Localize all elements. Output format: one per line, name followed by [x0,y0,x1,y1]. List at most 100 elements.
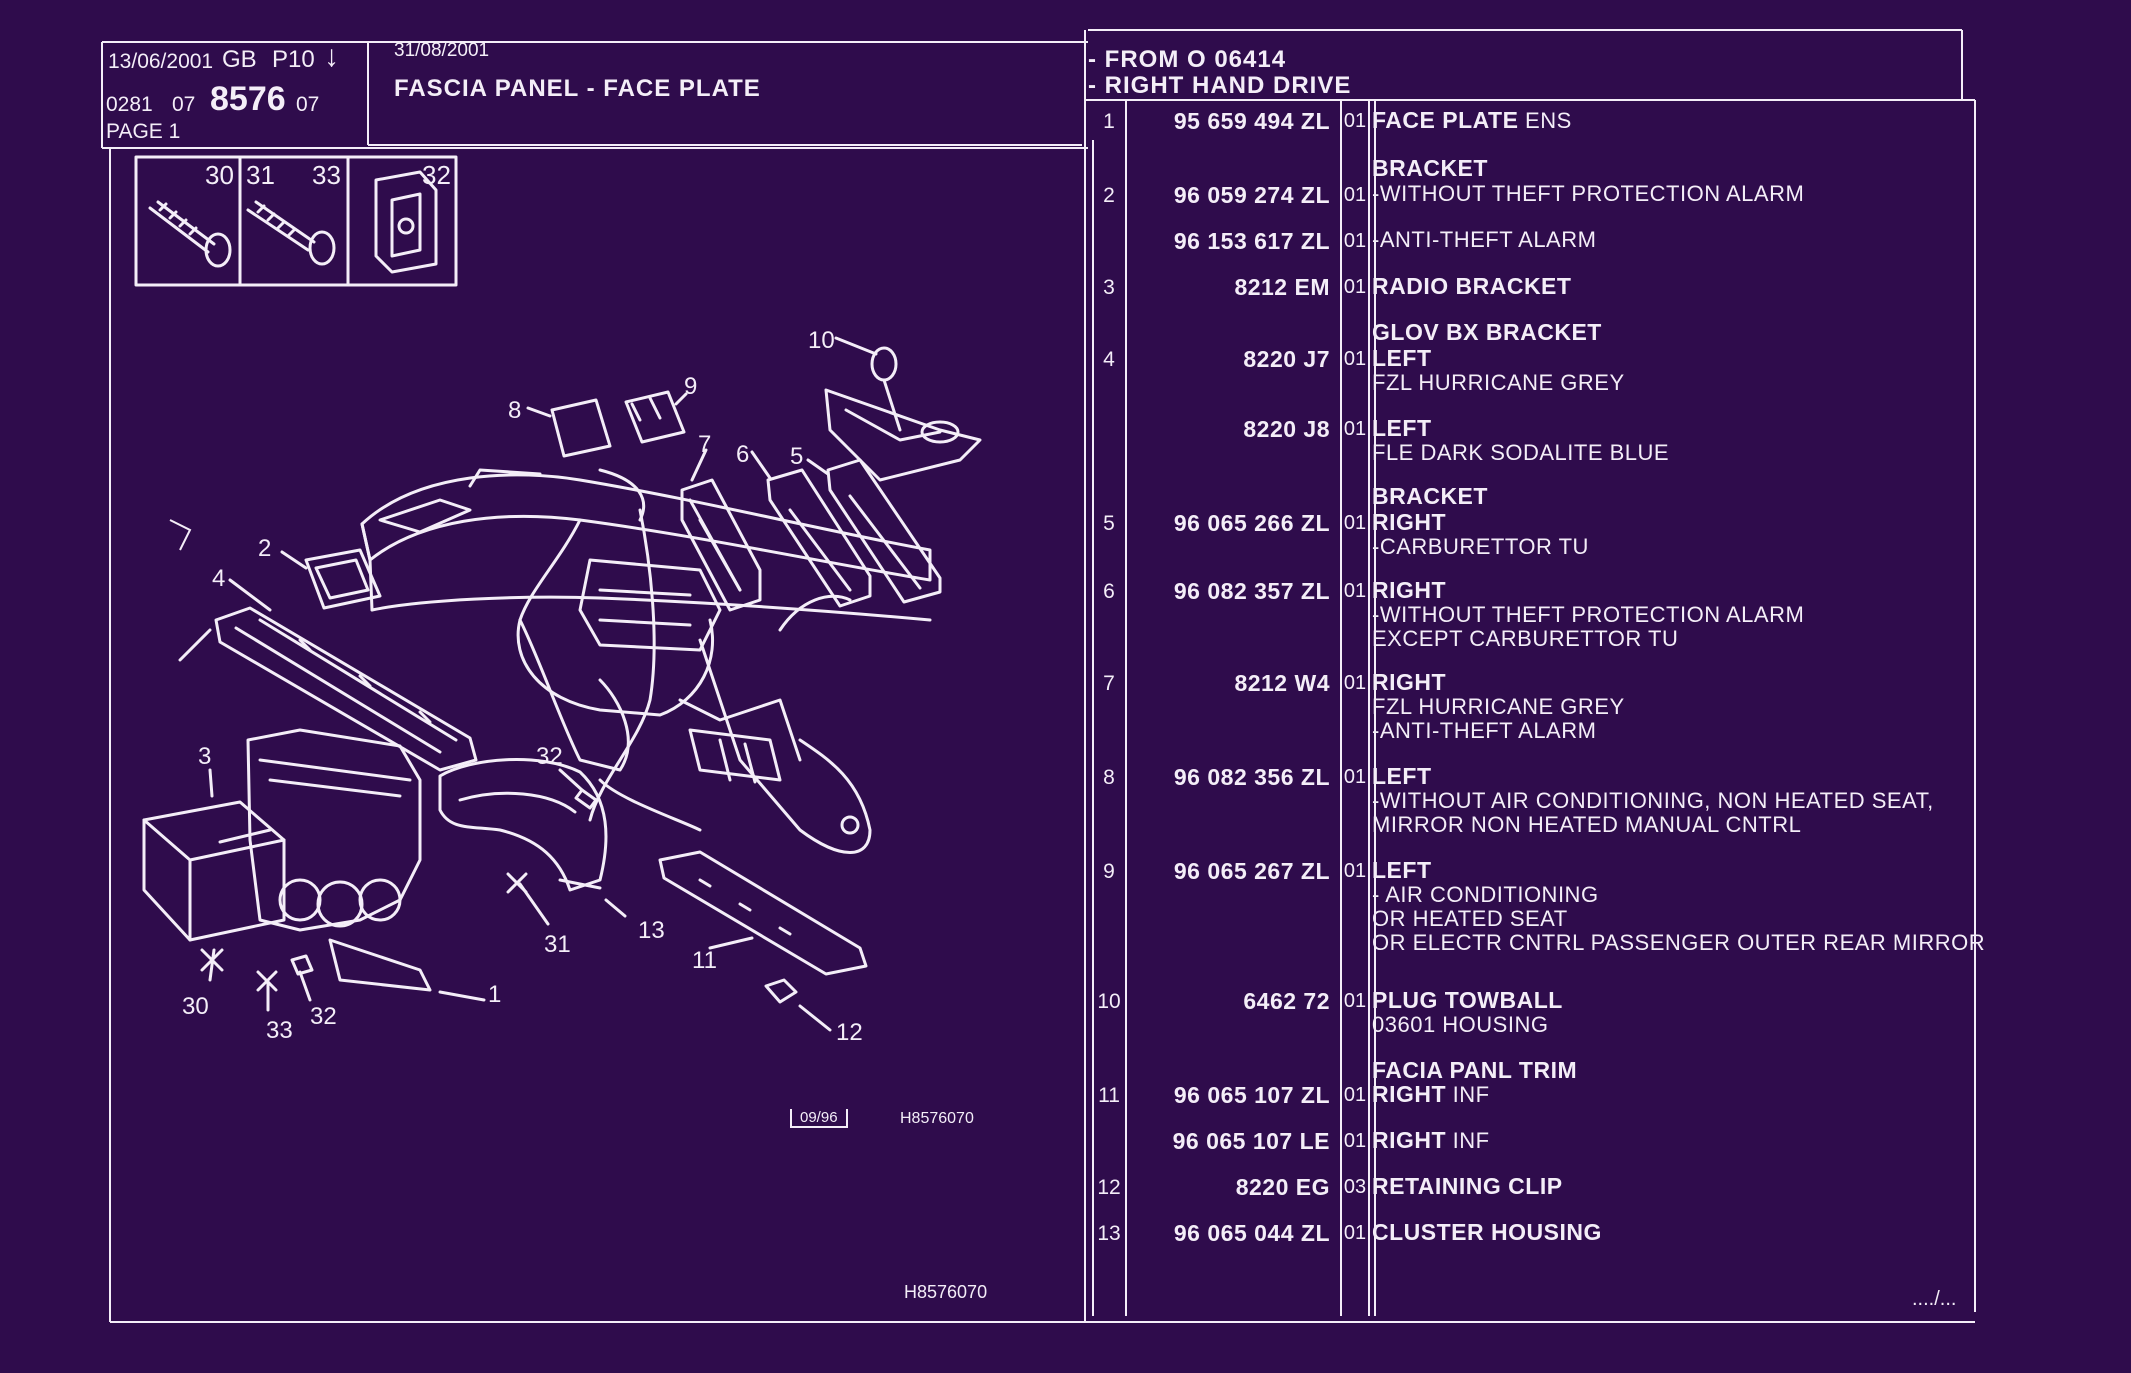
part-detail: FLE DARK SODALITE BLUE [1372,440,1670,465]
callout-12: 12 [836,1019,863,1046]
radio-bracket-3-drawing [142,728,432,992]
part-name: RIGHT [1372,669,1447,695]
fastener-label-33: 33 [312,160,341,190]
callout-10: 10 [808,327,835,354]
part-description-line: RIGHT INF [1372,1128,1490,1153]
part-detail: 03601 HOUSING [1372,1012,1549,1037]
from-serial: - FROM O 06414 [1088,46,1287,73]
part-index: 13 [1097,1222,1121,1245]
model-code: P10 [272,46,315,73]
revision-date: 31/08/2001 [394,40,490,61]
towball-plug-10-drawing [824,346,982,482]
part-index: 7 [1103,672,1115,695]
part-description-line: MIRROR NON HEATED MANUAL CNTRL [1372,813,1934,837]
part-name: FACIA PANL TRIM [1372,1057,1578,1083]
part-description-line: BRACKET [1372,156,1488,181]
callout-2: 2 [258,535,271,562]
catalog-section-b: 07 [296,93,320,116]
part-name: LEFT [1372,763,1432,789]
part-index: 1 [1103,110,1115,133]
part-quantity: 01 [1343,418,1367,440]
part-index: 5 [1103,512,1115,535]
part-detail: -WITHOUT AIR CONDITIONING, NON HEATED SE… [1372,788,1934,813]
part-description-line: -ANTI-THEFT ALARM [1372,228,1596,252]
bracket-2-drawing [304,548,382,610]
edition-stamp: 09/96 [790,1109,848,1128]
part-reference: 96 065 107 ZL [1173,1082,1330,1108]
part-description-line: OR HEATED SEAT [1372,907,1985,931]
part-index: 10 [1097,990,1121,1013]
part-detail: -WITHOUT THEFT PROTECTION ALARM [1372,181,1805,206]
part-quantity: 01 [1343,580,1367,602]
callout-4: 4 [212,565,225,592]
bracket-7-drawing [680,478,762,612]
part-name: BRACKET [1372,155,1488,181]
bracket-6-drawing [766,468,872,608]
part-detail: -ANTI-THEFT ALARM [1372,227,1597,252]
part-reference: 96 153 617 ZL [1173,228,1330,254]
part-description-line: OR ELECTR CNTRL PASSENGER OUTER REAR MIR… [1372,931,1985,955]
part-index: 3 [1103,276,1115,299]
page-number: PAGE 1 [106,120,181,143]
part-description: RADIO BRACKET [1372,274,1571,299]
part-reference: 96 082 356 ZL [1173,764,1330,790]
part-description: FACE PLATE ENS [1372,108,1572,133]
part-quantity: 01 [1343,1222,1367,1244]
bracket-9-drawing [624,390,686,444]
part-description-line: RIGHT [1372,578,1804,603]
part-description-line: FLE DARK SODALITE BLUE [1372,441,1669,465]
callout-8: 8 [508,397,521,424]
part-index: 4 [1103,348,1115,371]
part-detail: MIRROR NON HEATED MANUAL CNTRL [1372,812,1802,837]
part-description: RIGHT-CARBURETTOR TU [1372,510,1589,559]
callout-11: 11 [692,947,717,974]
part-quantity: 03 [1343,1176,1367,1198]
clip-32-icon [374,170,438,274]
catalog-section-a: 07 [172,93,196,116]
part-detail: ENS [1518,108,1572,133]
part-reference: 96 082 357 ZL [1173,578,1330,604]
callout-3: 3 [198,743,211,770]
part-description: RETAINING CLIP [1372,1174,1563,1199]
part-description-line: LEFT [1372,346,1625,371]
part-description-line: GLOV BX BRACKET [1372,320,1602,345]
part-description-line: FACE PLATE ENS [1372,108,1572,133]
language-code: GB [222,46,257,73]
part-detail: OR HEATED SEAT [1372,906,1568,931]
part-description-line: FZL HURRICANE GREY [1372,695,1625,719]
part-description: -ANTI-THEFT ALARM [1372,228,1596,252]
part-description-line: PLUG TOWBALL [1372,988,1563,1013]
drive-side: - RIGHT HAND DRIVE [1088,72,1352,99]
part-detail: -ANTI-THEFT ALARM [1372,718,1597,743]
part-description-line: FZL HURRICANE GREY [1372,371,1625,395]
part-description: GLOV BX BRACKET [1372,320,1602,345]
print-date: 13/06/2001 [108,50,214,73]
part-name: LEFT [1372,415,1432,441]
part-detail: - AIR CONDITIONING [1372,882,1599,907]
screw-30-icon [148,200,232,268]
part-detail: -WITHOUT THEFT PROTECTION ALARM [1372,602,1805,627]
part-quantity: 01 [1343,276,1367,298]
fastener-label-32: 32 [422,160,451,190]
bracket-5-drawing [826,458,942,604]
callout-32-upper: 32 [536,743,563,770]
part-quantity: 01 [1343,110,1367,132]
part-description-line: LEFT [1372,416,1669,441]
part-name: RIGHT [1372,1127,1447,1153]
part-reference: 8212 W4 [1234,670,1330,696]
part-reference: 96 065 267 ZL [1173,858,1330,884]
part-description-line: -WITHOUT THEFT PROTECTION ALARM [1372,603,1804,627]
callout-5: 5 [790,443,803,470]
callout-31: 31 [544,931,571,958]
part-detail: INF [1446,1128,1490,1153]
part-quantity: 01 [1343,860,1367,882]
fastener-label-31: 31 [246,160,275,190]
part-reference: 8220 J7 [1243,346,1330,372]
fascia-panel-drawing [360,468,932,854]
part-name: RIGHT [1372,577,1447,603]
part-description-line: RIGHT [1372,670,1625,695]
part-reference: 96 065 107 LE [1172,1128,1330,1154]
part-name: BRACKET [1372,483,1488,509]
